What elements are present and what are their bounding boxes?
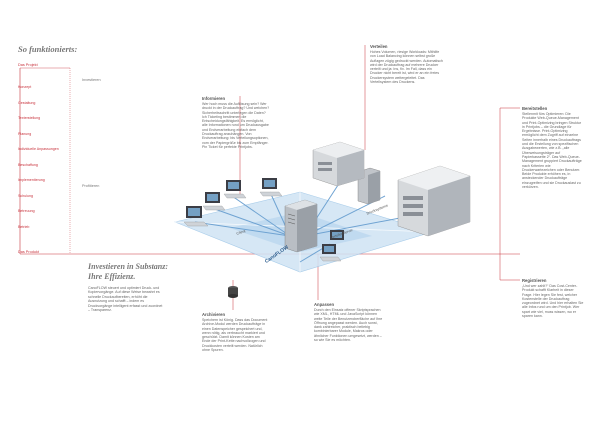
tagline-body: CanoFLOW steuert und optimiert Druck- un… [88,286,163,313]
box-bereitstellen-title: Bereitstellen [522,106,548,111]
box-bereitstellen: Bereitstellen Stellenmit fürs Optimieren… [522,106,584,189]
client-computer-2 [202,192,226,211]
box-anpassen-title: Anpassen [314,302,335,307]
client-computer-1 [183,206,209,227]
box-archivieren-body: Speichern ist König. Dass das Document A… [202,318,268,353]
tagline-line-1: Investieren in Substanz: [88,262,169,271]
box-verteilen-body: Hohes Volumen, riesige Workloads: Mithil… [370,50,443,85]
archive-disc-icon [228,286,238,298]
page-heading: So funktionierts: [18,44,78,54]
printer-production [397,165,471,237]
process-steps: Konzept Gestaltung Texterstellung Planun… [18,80,59,235]
box-registrieren: Registrieren „Und wer zahlt?“ Das Cost-C… [522,278,584,318]
process-step: Betrieb [18,224,30,229]
box-verteilen-title: Verteilen [370,44,388,49]
process-end-label: Das Produkt [18,250,39,254]
box-informieren-title: Informieren [202,96,226,101]
process-step: Gestaltung [18,100,36,105]
process-step: Betreuung [18,209,35,213]
box-bereitstellen-body: Stellenmit fürs Optimieren: Die Produkte… [522,112,582,190]
process-step: Planung [18,131,32,136]
client-computer-5 [319,244,342,262]
process-step: Individuelle Anpassungen [18,147,59,151]
process-step: Konzept [18,85,32,89]
box-verteilen: Verteilen Hohes Volumen, riesige Workloa… [370,44,445,84]
tagline-line-2: Ihre Effizienz. [88,272,136,281]
box-anpassen-body: Durch den Einsatz offener Skriptsprachen… [314,308,383,343]
tagline-title: Investieren in Substanz: Ihre Effizienz. [88,262,168,282]
process-step: Texterstellung [18,116,41,120]
server-tower [284,199,318,253]
process-step: Schulung [18,193,33,198]
client-computer-3 [223,180,247,199]
box-anpassen: Anpassen Durch den Einsatz offener Skrip… [314,302,384,342]
client-computer-4 [259,178,283,197]
box-registrieren-body: „Und wer zahlt?“ Das Cost-Center-Produkt… [522,284,584,319]
process-step: Beschaffung [18,162,38,167]
client-computer-6 [330,230,344,240]
process-invest-label: Investieren [82,78,101,82]
process-profit-label: Profitieren [82,184,100,188]
printer-large [312,141,365,187]
box-archivieren-title: Archivieren [202,312,226,317]
process-start-label: Das Projekt [18,63,38,67]
box-informieren: Informieren Wer hoch muss die Auflösung … [202,96,270,149]
box-registrieren-title: Registrieren [522,278,547,283]
box-archivieren: Archivieren Speichern ist König. Dass da… [202,312,268,352]
process-step: Implementierung [18,178,45,182]
box-informieren-body: Wer hoch muss die Auflösung sein? Wer dr… [202,102,270,149]
